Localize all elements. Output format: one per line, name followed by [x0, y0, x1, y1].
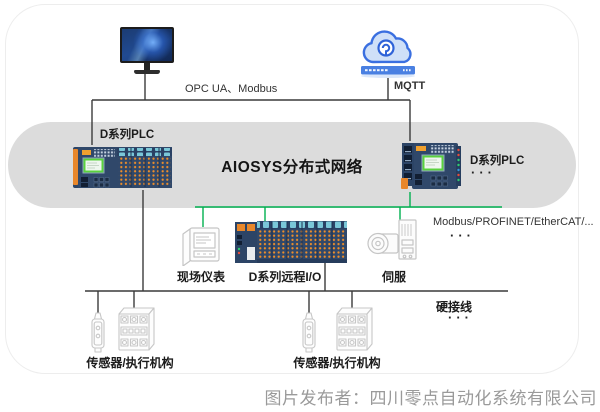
plc-right-label: D系列PLC [470, 155, 525, 167]
black-links [85, 73, 508, 313]
fieldbus-ellipsis: ··· [450, 228, 475, 243]
plc-left-label: D系列PLC [99, 129, 155, 141]
plc-right-device [401, 143, 461, 189]
plc-right-ellipsis: ··· [471, 165, 496, 180]
opcua-modbus-label: OPC UA、Modbus [185, 83, 278, 95]
instrument-label: 现场仪表 [176, 270, 225, 284]
sensor-group2-label: 传感器/执行机构 [293, 356, 381, 370]
servo-icon [367, 219, 417, 260]
cloud-server-icon [361, 30, 415, 78]
pc-monitor-icon [120, 27, 174, 77]
monitor-base [134, 70, 160, 74]
hardwire-label: 硬接线 [436, 300, 473, 314]
contactor1-icon [118, 307, 155, 351]
sensor1-icon [91, 312, 105, 353]
hardwire-ellipsis: ··· [448, 310, 473, 325]
remote-io-label: D系列远程I/O [248, 270, 322, 284]
monitor-neck [144, 63, 150, 70]
remote-io-device [235, 221, 347, 263]
sensor2-icon [302, 312, 316, 353]
mqtt-label: MQTT [394, 80, 426, 92]
plc-left-device [73, 147, 172, 188]
servo-label: 伺服 [381, 270, 406, 284]
sensor-group1-label: 传感器/执行机构 [86, 356, 174, 370]
monitor-screen [120, 27, 174, 63]
contactor2-icon [336, 307, 373, 351]
network-title: AIOSYS分布式网络 [221, 159, 363, 176]
publisher-caption: 图片发布者：四川零点自动化系统有限公司 [264, 389, 597, 408]
field-instrument-icon [182, 227, 220, 266]
fieldbus-protocols-label: Modbus/PROFINET/EtherCAT/... [433, 216, 594, 228]
